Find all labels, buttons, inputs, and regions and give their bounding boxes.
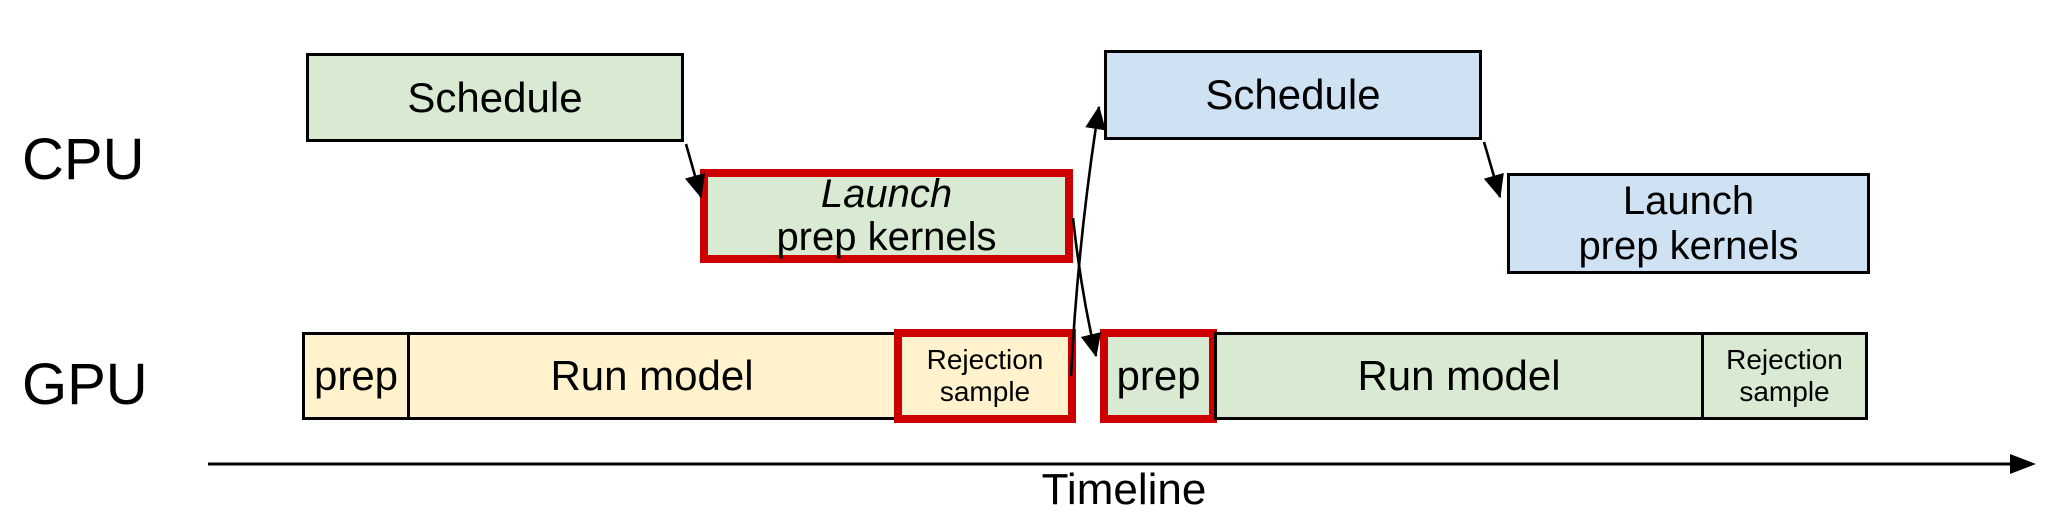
arrow-launch1-to-gpu-prep2-icon — [1071, 217, 1102, 358]
gpu-row-label: GPU — [22, 352, 148, 417]
cpu-schedule-1-box: Schedule — [306, 53, 684, 142]
gpu-rejection-sample-1-box: Rejection sample — [894, 329, 1076, 423]
cpu-schedule-1-label: Schedule — [407, 73, 583, 121]
gpu-prep-1-box: prep — [302, 332, 410, 420]
cpu-launch-2-line2: prep kernels — [1578, 223, 1799, 268]
timeline-label: Timeline — [1041, 465, 1207, 514]
arrow-schedule2-to-launch2-icon — [1482, 141, 1504, 199]
timeline-arrowhead-icon — [2010, 454, 2036, 474]
cpu-row-label: CPU — [22, 127, 145, 192]
gpu-run-model-2-box: Run model — [1214, 332, 1704, 420]
gpu-rejection-1-line2: sample — [939, 376, 1031, 407]
gpu-run-model-2-label: Run model — [1357, 352, 1561, 400]
gpu-prep-2-label: prep — [1116, 352, 1201, 400]
cpu-launch-2-line1: Launch — [1622, 178, 1755, 223]
gpu-rejection-sample-2-box: Rejection sample — [1701, 332, 1868, 420]
gpu-run-model-1-label: Run model — [550, 352, 754, 400]
gpu-rejection-1-line1: Rejection — [926, 343, 1044, 375]
gpu-prep-1-label: prep — [313, 352, 399, 400]
gpu-run-model-1-box: Run model — [407, 332, 897, 420]
cpu-schedule-2-box: Schedule — [1104, 50, 1482, 140]
cpu-schedule-2-label: Schedule — [1205, 71, 1381, 119]
gpu-prep-2-box: prep — [1100, 329, 1217, 423]
arrow-schedule1-to-launch1-icon — [684, 143, 705, 199]
gpu-rejection-2-line1: Rejection — [1726, 343, 1843, 375]
cpu-launch-2-box: Launch prep kernels — [1507, 173, 1870, 274]
cpu-launch-1-line2: prep kernels — [776, 215, 997, 259]
gpu-rejection-2-line2: sample — [1739, 376, 1830, 407]
cpu-launch-1-line1: Launch — [820, 171, 953, 216]
cpu-launch-1-box: Launch prep kernels — [700, 169, 1073, 263]
